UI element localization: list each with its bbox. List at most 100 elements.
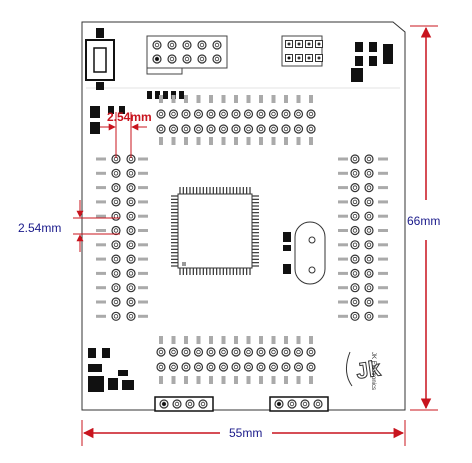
pin-hole xyxy=(208,111,214,117)
pin-hole xyxy=(297,56,301,60)
pin-hole xyxy=(196,364,201,370)
pin-label-mark xyxy=(338,271,348,275)
top-pin-header xyxy=(156,95,316,145)
chip-lead xyxy=(236,187,238,194)
pin-label-mark xyxy=(246,336,251,344)
pin-hole xyxy=(276,401,282,407)
chip-lead xyxy=(189,187,191,194)
pin-hole xyxy=(221,111,226,117)
pin-hole xyxy=(258,126,264,132)
chip-lead xyxy=(171,205,178,207)
chip-lead xyxy=(171,248,178,250)
chip-lead xyxy=(252,228,259,230)
pin-hole xyxy=(113,199,119,205)
pin-label-mark xyxy=(378,243,388,247)
pin-hole xyxy=(366,228,372,233)
pin-hole xyxy=(352,185,358,190)
pin-hole xyxy=(161,401,167,407)
pin-hole xyxy=(208,364,214,370)
pin-label-mark xyxy=(138,229,148,232)
pin-label-mark xyxy=(138,186,148,190)
pin-label-mark xyxy=(159,137,163,145)
pin-label-mark xyxy=(138,271,148,275)
pin-hole xyxy=(199,42,205,48)
chip-lead xyxy=(179,268,181,275)
chip-lead xyxy=(202,187,204,194)
pin-hole xyxy=(154,56,160,62)
pin-label-mark xyxy=(209,336,213,344)
pin-hole xyxy=(158,349,164,355)
pin-label-mark xyxy=(138,243,148,247)
pin-pitch-vertical-dimension xyxy=(73,200,120,252)
pin-label-mark xyxy=(296,336,301,344)
pin-label-mark xyxy=(309,376,313,384)
pin-hole xyxy=(183,126,189,132)
chip-lead xyxy=(222,268,224,275)
pin-hole xyxy=(128,228,134,233)
chip-lead xyxy=(252,208,259,210)
chip-lead xyxy=(171,255,178,257)
pin-hole xyxy=(352,299,358,305)
smd-pad xyxy=(147,91,152,99)
pin-hole xyxy=(366,242,372,247)
pin-label-mark xyxy=(171,336,176,344)
pin-hole xyxy=(317,42,321,46)
left-smd-block xyxy=(90,106,125,134)
pin-label-mark xyxy=(96,186,106,190)
pin-label-mark xyxy=(138,157,148,161)
chip-lead xyxy=(171,232,178,234)
pin-label-mark xyxy=(259,376,263,384)
pin-label-mark xyxy=(246,137,251,145)
pin-hole xyxy=(352,271,358,276)
pin-hole xyxy=(233,349,239,355)
pin-label-mark xyxy=(184,376,188,384)
pin-hole xyxy=(128,199,134,205)
bottom-pin-header xyxy=(156,336,316,384)
crystal-oscillator xyxy=(283,221,326,285)
chip-lead xyxy=(171,238,178,240)
chip-lead xyxy=(216,187,218,194)
pin-hole xyxy=(302,401,308,407)
pin-hole xyxy=(297,42,301,46)
pin-label-mark xyxy=(296,95,301,103)
chip-lead xyxy=(196,268,198,275)
pin-hole xyxy=(366,285,372,290)
chip-lead xyxy=(202,268,204,275)
chip-lead xyxy=(252,255,259,257)
pin-label-mark xyxy=(378,200,388,204)
chip-lead xyxy=(179,187,181,194)
pin-hole xyxy=(308,349,314,355)
pin-label-mark xyxy=(234,137,238,145)
pin-label-mark xyxy=(378,214,388,218)
pin-label-mark xyxy=(378,157,388,161)
chip-lead xyxy=(171,195,178,197)
board-height-label: 66mm xyxy=(407,214,441,228)
pin-hole xyxy=(214,56,220,62)
chip-lead xyxy=(189,268,191,275)
chip-lead xyxy=(171,265,178,267)
pin-hole xyxy=(233,111,239,117)
pin-hole xyxy=(128,285,134,290)
chip-lead xyxy=(252,242,259,244)
chip-lead xyxy=(249,187,251,194)
pin-hole xyxy=(113,256,119,262)
chip-lead xyxy=(252,198,259,200)
pin-hole xyxy=(171,349,176,355)
pin-hole xyxy=(128,314,134,319)
pin-label-mark xyxy=(378,186,388,190)
pin-label-mark xyxy=(221,376,226,384)
pin-label-mark xyxy=(159,95,163,103)
pin-hole xyxy=(183,349,189,355)
chip-lead xyxy=(192,187,194,194)
chip-lead xyxy=(246,187,248,194)
pin-label-mark xyxy=(309,95,313,103)
pin-hole xyxy=(171,111,176,117)
pin-hole xyxy=(184,56,190,62)
pin-label-mark xyxy=(184,95,188,103)
pin-label-mark xyxy=(184,336,188,344)
top-header-connector xyxy=(146,35,228,75)
pin-hole xyxy=(307,42,311,46)
pin-label-mark xyxy=(96,314,106,318)
chip-lead xyxy=(242,187,244,194)
pin-label-mark xyxy=(171,137,176,145)
